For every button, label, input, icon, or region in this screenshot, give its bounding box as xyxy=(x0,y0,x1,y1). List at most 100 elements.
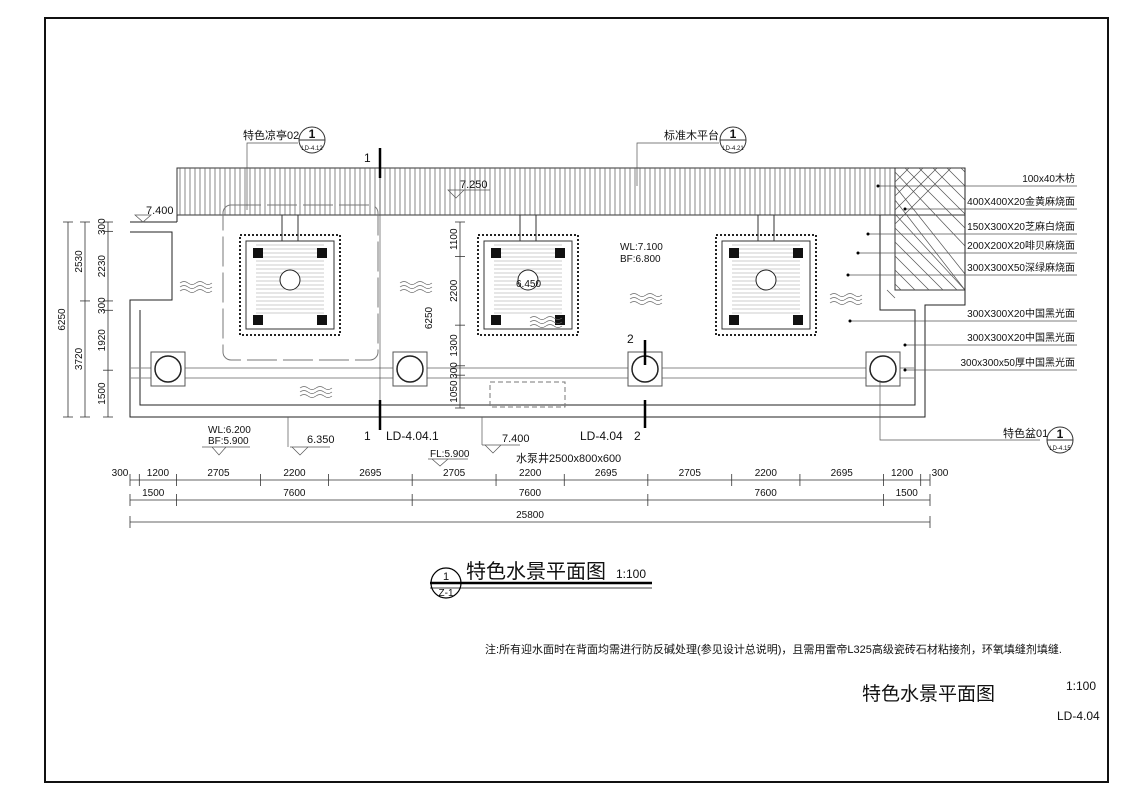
dimension-label: 7600 xyxy=(519,488,542,499)
paving-pattern xyxy=(886,167,966,299)
dimension-label: 2705 xyxy=(207,468,230,479)
pavilion-callout: 特色凉亭02 1 LD-4.12 xyxy=(243,126,326,210)
plan-title: 特色水景平面图 1:100 1 Z-1 xyxy=(430,560,652,599)
dimension-label: 1100 xyxy=(449,228,460,250)
dimension-label: 6250 xyxy=(424,306,435,329)
dimension-label: 1200 xyxy=(891,468,914,479)
elevation-left-top: 7.400 xyxy=(146,205,174,217)
dimension-label: 2530 xyxy=(74,250,85,273)
dimension-label: 2705 xyxy=(443,468,466,479)
water-wave-icon xyxy=(299,394,333,398)
elevation-a: 6.350 xyxy=(307,434,335,446)
svg-text:LD-4.21: LD-4.21 xyxy=(722,146,744,152)
material-label: 300X300X50深绿麻烧面 xyxy=(967,261,1075,274)
post-icon xyxy=(491,248,501,258)
elevation-b: 7.400 xyxy=(502,433,530,445)
post-icon xyxy=(729,248,739,258)
water-wave-icon xyxy=(529,324,563,328)
dimension-label: 300 xyxy=(97,297,108,314)
planter-icon xyxy=(869,355,897,383)
planter-callout: 特色盆01 1 LD-4.15 xyxy=(879,380,1074,454)
section-2-ref: LD-4.04 xyxy=(580,429,623,443)
pavilion-outline xyxy=(222,204,379,361)
svg-text:Z-1: Z-1 xyxy=(439,588,454,599)
dimension-label: 25800 xyxy=(516,510,544,521)
material-label: 300X300X20中国黑光面 xyxy=(967,307,1075,320)
water-level-left: WL:6.200 xyxy=(208,425,251,436)
pump-well-label: 水泵井2500x800x600 xyxy=(516,451,621,465)
dimension-label: 1200 xyxy=(147,468,170,479)
svg-text:1: 1 xyxy=(1057,427,1064,441)
floor-level: FL:5.900 xyxy=(430,449,470,460)
deck-label: 标准木平台 xyxy=(664,128,719,142)
water-wave-icon xyxy=(399,281,433,285)
post-icon xyxy=(491,315,501,325)
water-wave-icon xyxy=(399,289,433,293)
water-wave-icon xyxy=(399,285,433,289)
elevation-fountain: 6.450 xyxy=(516,279,541,290)
section-1-ref: LD-4.04.1 xyxy=(386,429,439,443)
dimension-lines: 300 1200 2705 2200 2695 2705 2200 2695 2705 2200 2… xyxy=(57,218,949,528)
pool-outer-wall xyxy=(129,168,966,418)
dimension-label: 1500 xyxy=(97,382,108,405)
material-label: 300x300x50厚中国黑光面 xyxy=(961,356,1076,369)
post-icon xyxy=(793,248,803,258)
post-icon xyxy=(555,315,565,325)
dimension-label: 2695 xyxy=(831,468,854,479)
fountain-feature xyxy=(477,214,579,336)
elevation-deck: 7.250 xyxy=(460,179,488,191)
title-block-scale: 1:100 xyxy=(1066,679,1096,693)
material-label: 200X200X20啡贝麻烧面 xyxy=(967,239,1075,252)
plan-bubble xyxy=(430,567,462,599)
water-wave-icon xyxy=(179,281,213,285)
svg-text:特色盆01: 特色盆01 xyxy=(1003,426,1048,440)
svg-text:2: 2 xyxy=(634,429,641,443)
dimension-label: 1500 xyxy=(896,488,919,499)
dimension-label: 1920 xyxy=(97,329,108,352)
water-wave-icon xyxy=(829,301,863,305)
plan-title-scale: 1:100 xyxy=(616,567,646,581)
fountain-icon xyxy=(755,269,777,291)
svg-text:LD-4.15: LD-4.15 xyxy=(1049,446,1071,452)
dimension-label: 2200 xyxy=(283,468,306,479)
bottom-floor-left: BF:5.900 xyxy=(208,436,249,447)
post-icon xyxy=(253,248,263,258)
dimension-label: 300 xyxy=(112,468,129,479)
svg-text:1: 1 xyxy=(730,127,737,141)
water-wave-icon xyxy=(829,293,863,297)
dimension-label: 300 xyxy=(932,468,949,479)
deck-callout: 标准木平台 1 LD-4.21 xyxy=(636,126,747,186)
fountain-icon xyxy=(279,269,301,291)
dimension-label: 6250 xyxy=(57,308,68,331)
water-wave-icon xyxy=(629,293,663,297)
post-icon xyxy=(555,248,565,258)
title-block: 特色水景平面图 1:100 LD-4.04 xyxy=(862,679,1100,723)
material-leaders: 100x40木枋400X400X20金黄麻烧面150X300X20芝麻白烧面20… xyxy=(846,172,1077,372)
dimension-label: 300 xyxy=(97,218,108,235)
material-label: 300X300X20中国黑光面 xyxy=(967,331,1075,344)
water-wave-icon xyxy=(829,297,863,301)
dimension-label: 2230 xyxy=(97,255,108,278)
dimension-label: 1300 xyxy=(449,334,460,357)
water-wave-icon xyxy=(299,390,333,394)
water-wave-icon xyxy=(629,301,663,305)
water-wave-icon xyxy=(179,285,213,289)
dimension-label: 2200 xyxy=(449,279,460,302)
planter-icon xyxy=(396,355,424,383)
pool-inner-edge xyxy=(139,215,916,406)
water-wave-icon xyxy=(179,289,213,293)
post-icon xyxy=(317,248,327,258)
dimension-label: 1050 xyxy=(449,380,460,403)
dimension-label: 2695 xyxy=(359,468,382,479)
section-marks: 1 1 LD-4.04.1 2 LD-4.04 2 水泵井2500x800x60… xyxy=(364,148,647,465)
dimension-label: 2705 xyxy=(679,468,702,479)
fountain-feature xyxy=(239,214,341,336)
dimension-label: 2200 xyxy=(755,468,778,479)
wood-deck xyxy=(176,167,966,216)
plan-title-text: 特色水景平面图 xyxy=(466,560,606,583)
material-label: 100x40木枋 xyxy=(1022,172,1075,185)
svg-text:1: 1 xyxy=(443,571,449,583)
water-wave-icon xyxy=(629,297,663,301)
general-note: 注:所有迎水面时在背面均需进行防反碱处理(参见设计总说明)，且需用雷帝L325高… xyxy=(485,642,1062,656)
